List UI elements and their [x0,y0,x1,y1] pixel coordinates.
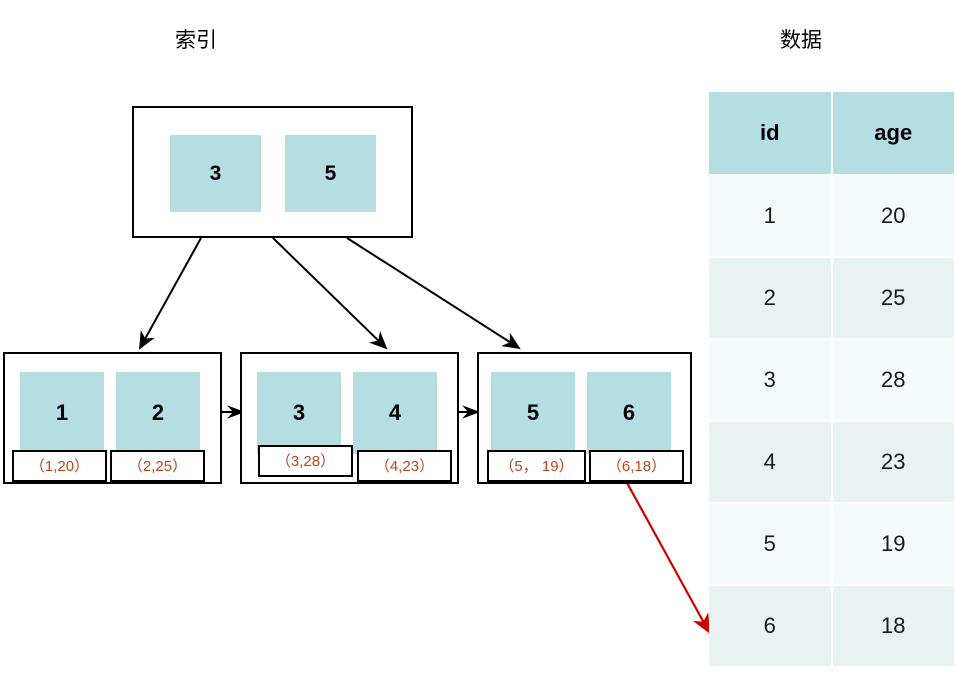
table-cell-id: 1 [709,176,831,256]
table-cell-age: 19 [832,504,954,584]
table-cell-id: 3 [709,340,831,420]
leaf-1-key-label-0: 1 [55,400,69,425]
root-key-label-1: 5 [324,162,337,185]
leaf-3-tuple-label-1: （6,18） [606,457,667,475]
arrow-root-to-leaf-1 [139,237,202,350]
root-key-cell-1[interactable]: 5 [285,135,376,212]
leaf-2-tuple-box-1[interactable]: （4,23） [357,450,452,482]
table-cell-age: 25 [832,258,954,338]
leaf-2-key-label-0: 3 [292,400,306,425]
leaf-3-key-label-0: 5 [526,400,540,425]
table-header-id: id [709,92,831,174]
index-section-caption: 索引 [175,29,217,52]
table-cell-id: 5 [709,504,831,584]
leaf-1-key-cell-0[interactable]: 1 [20,372,104,454]
leaf-3-key-cell-1[interactable]: 6 [587,372,671,454]
leaf-2-key-label-1: 4 [388,400,402,425]
root-key-cell-0[interactable]: 3 [170,135,261,212]
table-cell-age: 23 [832,422,954,502]
leaf-2-key-cell-0[interactable]: 3 [257,372,341,454]
leaf-3-key-label-1: 6 [622,400,636,425]
leaf-2-key-cell-1[interactable]: 4 [353,372,437,454]
table-cell-id: 6 [709,586,831,666]
tree-leaf-node-3[interactable]: 5 6 [477,352,692,484]
leaf-1-tuple-box-1[interactable]: （2,25） [110,450,205,482]
leaf-1-tuple-box-0[interactable]: （1,20） [12,450,107,482]
table-cell-age: 28 [832,340,954,420]
leaf-3-key-cell-0[interactable]: 5 [491,372,575,454]
tree-root-node[interactable]: 3 5 [132,106,413,238]
leaf-2-tuple-label-0: （3,28） [275,452,336,470]
root-key-label-0: 3 [209,162,222,185]
table-cell-age: 18 [832,586,954,666]
arrow-root-to-leaf-3 [346,237,521,350]
leaf-2-tuple-box-0[interactable]: （3,28） [258,445,353,477]
leaf-1-tuple-label-0: （1,20） [29,457,90,475]
arrow-tuple-6-to-data-row-6 [625,480,711,634]
leaf-2-tuple-label-1: （4,23） [374,457,435,475]
leaf-1-tuple-label-1: （2,25） [127,457,188,475]
leaf-3-tuple-box-1[interactable]: （6,18） [589,450,684,482]
leaf-3-tuple-label-0: （5， 19） [499,457,574,475]
table-header-age: age [832,92,954,174]
data-section-caption: 数据 [780,29,822,52]
leaf-3-tuple-box-0[interactable]: （5， 19） [487,450,586,482]
leaf-1-key-cell-1[interactable]: 2 [116,372,200,454]
arrow-root-to-leaf-2 [272,237,388,350]
table-header-row: id age [709,92,954,174]
table-cell-age: 20 [832,176,954,256]
table-cell-id: 2 [709,258,831,338]
leaf-1-key-label-1: 2 [151,400,165,425]
table-cell-id: 4 [709,422,831,502]
